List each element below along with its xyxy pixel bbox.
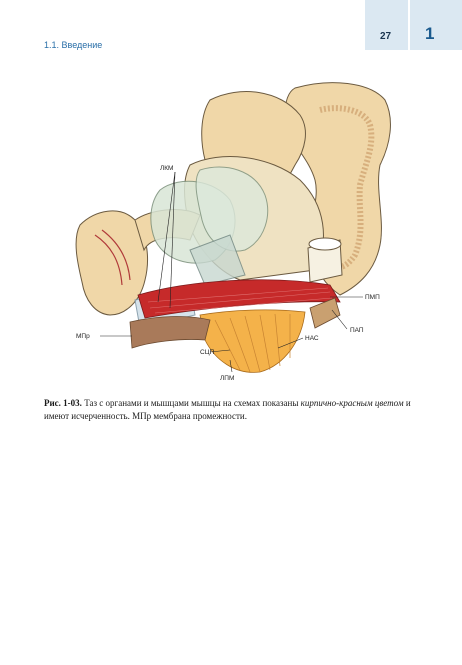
running-head: 1.1. Введение	[44, 40, 103, 50]
caption-part2: и имеют исчерченность. МПр мембрана пром…	[44, 398, 411, 421]
muscle-striations	[147, 287, 333, 314]
pubic-cartilage	[94, 229, 131, 286]
label-sph: СЦП	[200, 349, 215, 356]
pelvic-floor-muscle	[137, 279, 341, 319]
caption-part1: Таз с органами и мышцами мышцы на схемах…	[81, 398, 301, 408]
uterus-organ	[195, 166, 269, 252]
label-pmp: ПМП	[365, 294, 380, 301]
label-lpm: ЛПМ	[220, 375, 234, 382]
sacral-texture	[319, 105, 375, 270]
perineal-muscle-fan	[199, 309, 306, 373]
rectum-opening	[308, 237, 342, 251]
pelvis-illustration: ЛКМ ПМП ПАП МПр НАС СЦП ЛПМ	[75, 82, 391, 382]
header-tab	[365, 0, 462, 50]
label-mpr: МПр	[76, 333, 90, 340]
header-tab-divider	[408, 0, 410, 50]
leader-lines	[100, 171, 363, 373]
ischial-ramus	[309, 297, 341, 329]
caption-emphasis: кирпично-крас­ным цветом	[300, 398, 404, 408]
figure-caption: Рис. 1-03. Таз с органами и мышцами мышц…	[44, 397, 424, 423]
vagina-organ	[189, 234, 246, 286]
label-nas: НАС	[305, 335, 319, 342]
label-lkm: ЛКМ	[160, 165, 173, 172]
perineal-membrane	[129, 316, 211, 349]
chapter-number: 1	[425, 24, 435, 43]
label-pap: ПАП	[350, 327, 364, 334]
caption-lead: Рис. 1-03.	[44, 398, 82, 408]
perineal-fan-striations	[214, 313, 291, 373]
page-number: 27	[380, 31, 392, 42]
